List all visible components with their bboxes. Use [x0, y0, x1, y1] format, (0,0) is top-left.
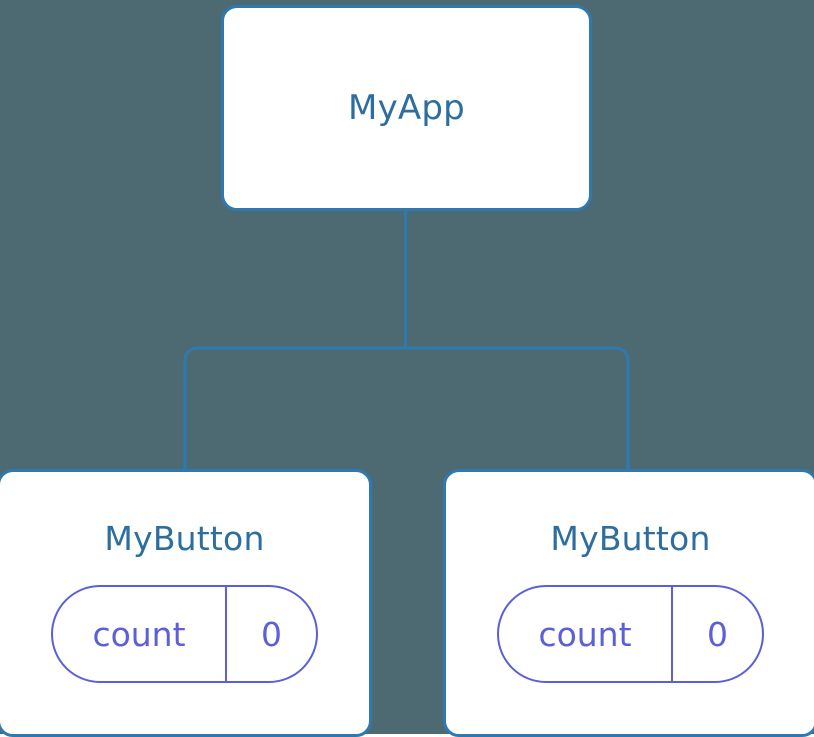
node-myapp[interactable]: MyApp — [221, 5, 592, 211]
node-title-mybutton-1: MyButton — [104, 519, 265, 558]
state-key-1: count — [53, 587, 227, 681]
node-title-mybutton-2: MyButton — [550, 519, 711, 558]
state-pill-2[interactable]: count 0 — [497, 585, 764, 683]
edge-bus-to-left-child — [183, 346, 406, 469]
state-value-2: 0 — [707, 614, 728, 654]
node-mybutton-1[interactable]: MyButton count 0 — [0, 469, 372, 737]
state-key-2: count — [499, 587, 673, 681]
edge-bus-to-right-child — [405, 346, 630, 469]
state-pill-1[interactable]: count 0 — [51, 585, 318, 683]
state-value-1: 0 — [261, 614, 282, 654]
node-title-myapp: MyApp — [348, 88, 465, 128]
node-mybutton-2[interactable]: MyButton count 0 — [443, 469, 814, 737]
